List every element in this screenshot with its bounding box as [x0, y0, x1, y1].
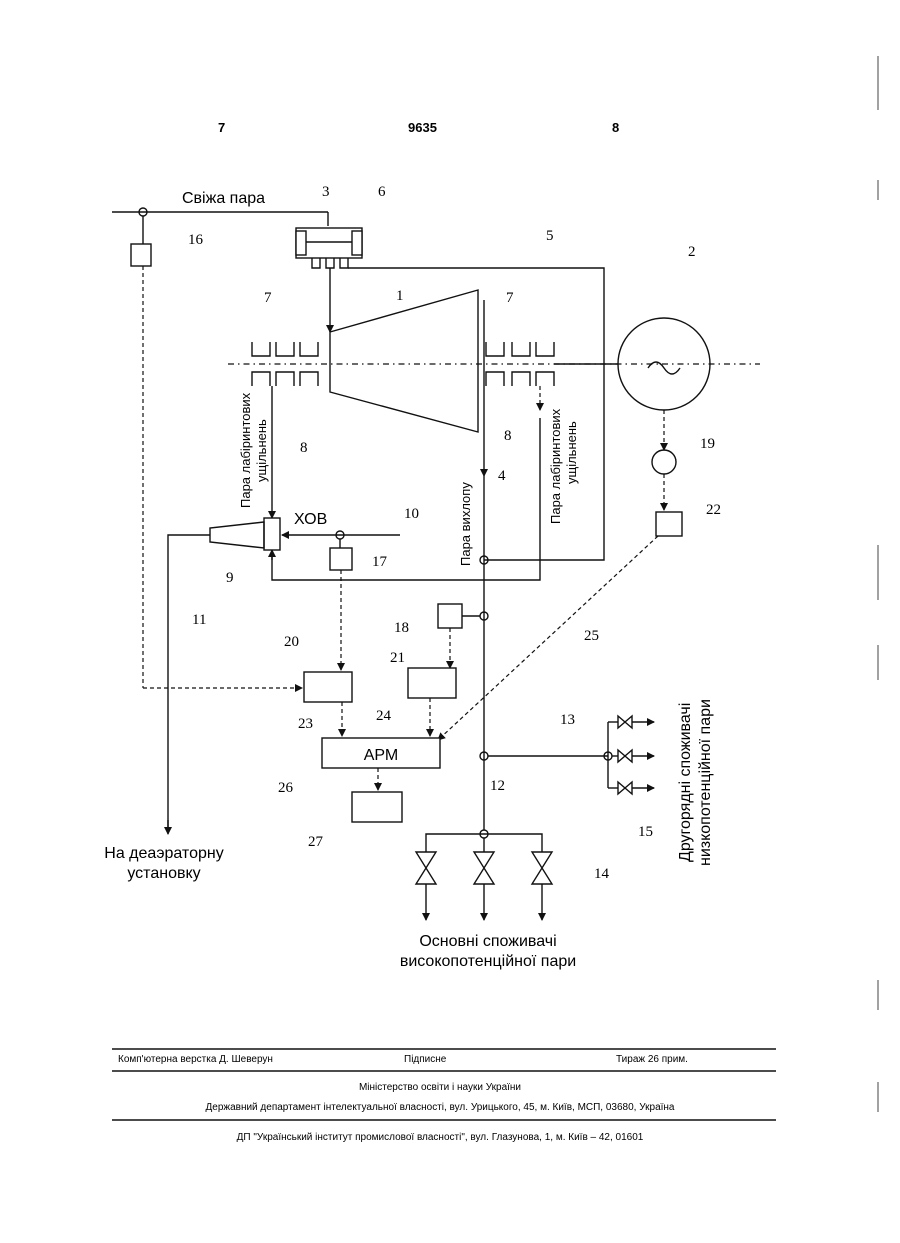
fresh-steam-label: Свіжа пара — [182, 190, 265, 207]
ref-number: 19 — [700, 436, 715, 452]
ref-number: 18 — [394, 620, 409, 636]
footer-signed: Підписне — [404, 1054, 447, 1065]
hov-label: ХОВ — [294, 511, 327, 528]
ref-number: 15 — [638, 824, 653, 840]
deaerator-label: На деаэраторну — [104, 845, 223, 862]
page-number-left: 7 — [218, 120, 225, 135]
converter-21-box — [408, 668, 456, 698]
main-consumers-label-2: високопотенційної пари — [400, 953, 576, 970]
ref-number: 3 — [322, 184, 330, 200]
bypass-line-5 — [348, 268, 604, 560]
ref-number: 20 — [284, 634, 299, 650]
ref-number: 11 — [192, 612, 206, 628]
return-line-9 — [272, 418, 540, 580]
footer-department: Державний департамент інтелектуальної вл… — [205, 1102, 674, 1113]
labyrinth-steam-label-left-2: ущільнень — [254, 419, 269, 482]
sensor-18-box — [438, 604, 462, 628]
secondary-consumers-label: Другорядні споживачі — [677, 703, 694, 862]
page-number-right: 8 — [612, 120, 619, 135]
ref-number: 16 — [188, 232, 204, 248]
ref-number: 6 — [378, 184, 386, 200]
main-consumers-label: Основні споживачі — [419, 933, 556, 950]
labyrinth-steam-label-left: Пара лабіринтових — [238, 392, 253, 508]
converter-20-box — [304, 672, 352, 702]
labyrinth-steam-label-right: Пара лабіринтових — [548, 408, 563, 524]
deaerator-label-2: установку — [127, 865, 200, 882]
sensor-17-box — [330, 548, 352, 570]
ref-number: 4 — [498, 468, 506, 484]
main-consumers-branch — [416, 834, 552, 920]
footer-circulation: Тираж 26 прим. — [616, 1054, 688, 1065]
arm-label: АРМ — [364, 747, 399, 764]
secondary-consumers-label-2: низкопотенційної пари — [697, 699, 714, 866]
ref-number: 21 — [390, 650, 405, 666]
ref-number: 13 — [560, 712, 575, 728]
ref-number: 1 — [396, 288, 404, 304]
ref-number: 2 — [688, 244, 696, 260]
ref-number: 26 — [278, 780, 294, 796]
ref-number: 7 — [506, 290, 514, 306]
ref-number: 10 — [404, 506, 419, 522]
footer-ministry: Міністерство освіти і науки України — [359, 1082, 521, 1093]
ref-number: 7 — [264, 290, 272, 306]
ref-number: 8 — [504, 428, 512, 444]
sensor-16-box — [131, 244, 151, 266]
ref-number: 17 — [372, 554, 388, 570]
ref-number: 22 — [706, 502, 721, 518]
footer-institute: ДП "Український інститут промислової вла… — [237, 1132, 644, 1143]
ref-number: 23 — [298, 716, 313, 732]
labyrinth-steam-label-right-2: ущільнень — [564, 421, 579, 484]
patent-number: 9635 — [408, 120, 437, 135]
footer-layout-credit: Комп'ютерна верстка Д. Шеверун — [118, 1054, 273, 1065]
deaerator-line-11 — [168, 535, 210, 830]
sensor-22-box — [656, 512, 682, 536]
ref-number: 8 — [300, 440, 308, 456]
ref-number: 24 — [376, 708, 392, 724]
ref-number: 14 — [594, 866, 610, 882]
ref-number: 12 — [490, 778, 505, 794]
exhaust-steam-label: Пара вихлопу — [458, 482, 473, 566]
turbine-1 — [330, 290, 478, 432]
output-device-box — [352, 792, 402, 822]
ref-number: 9 — [226, 570, 234, 586]
ref-number: 5 — [546, 228, 554, 244]
ref-number: 25 — [584, 628, 599, 644]
control-valve-3 — [296, 228, 362, 332]
ref-number: 27 — [308, 834, 324, 850]
